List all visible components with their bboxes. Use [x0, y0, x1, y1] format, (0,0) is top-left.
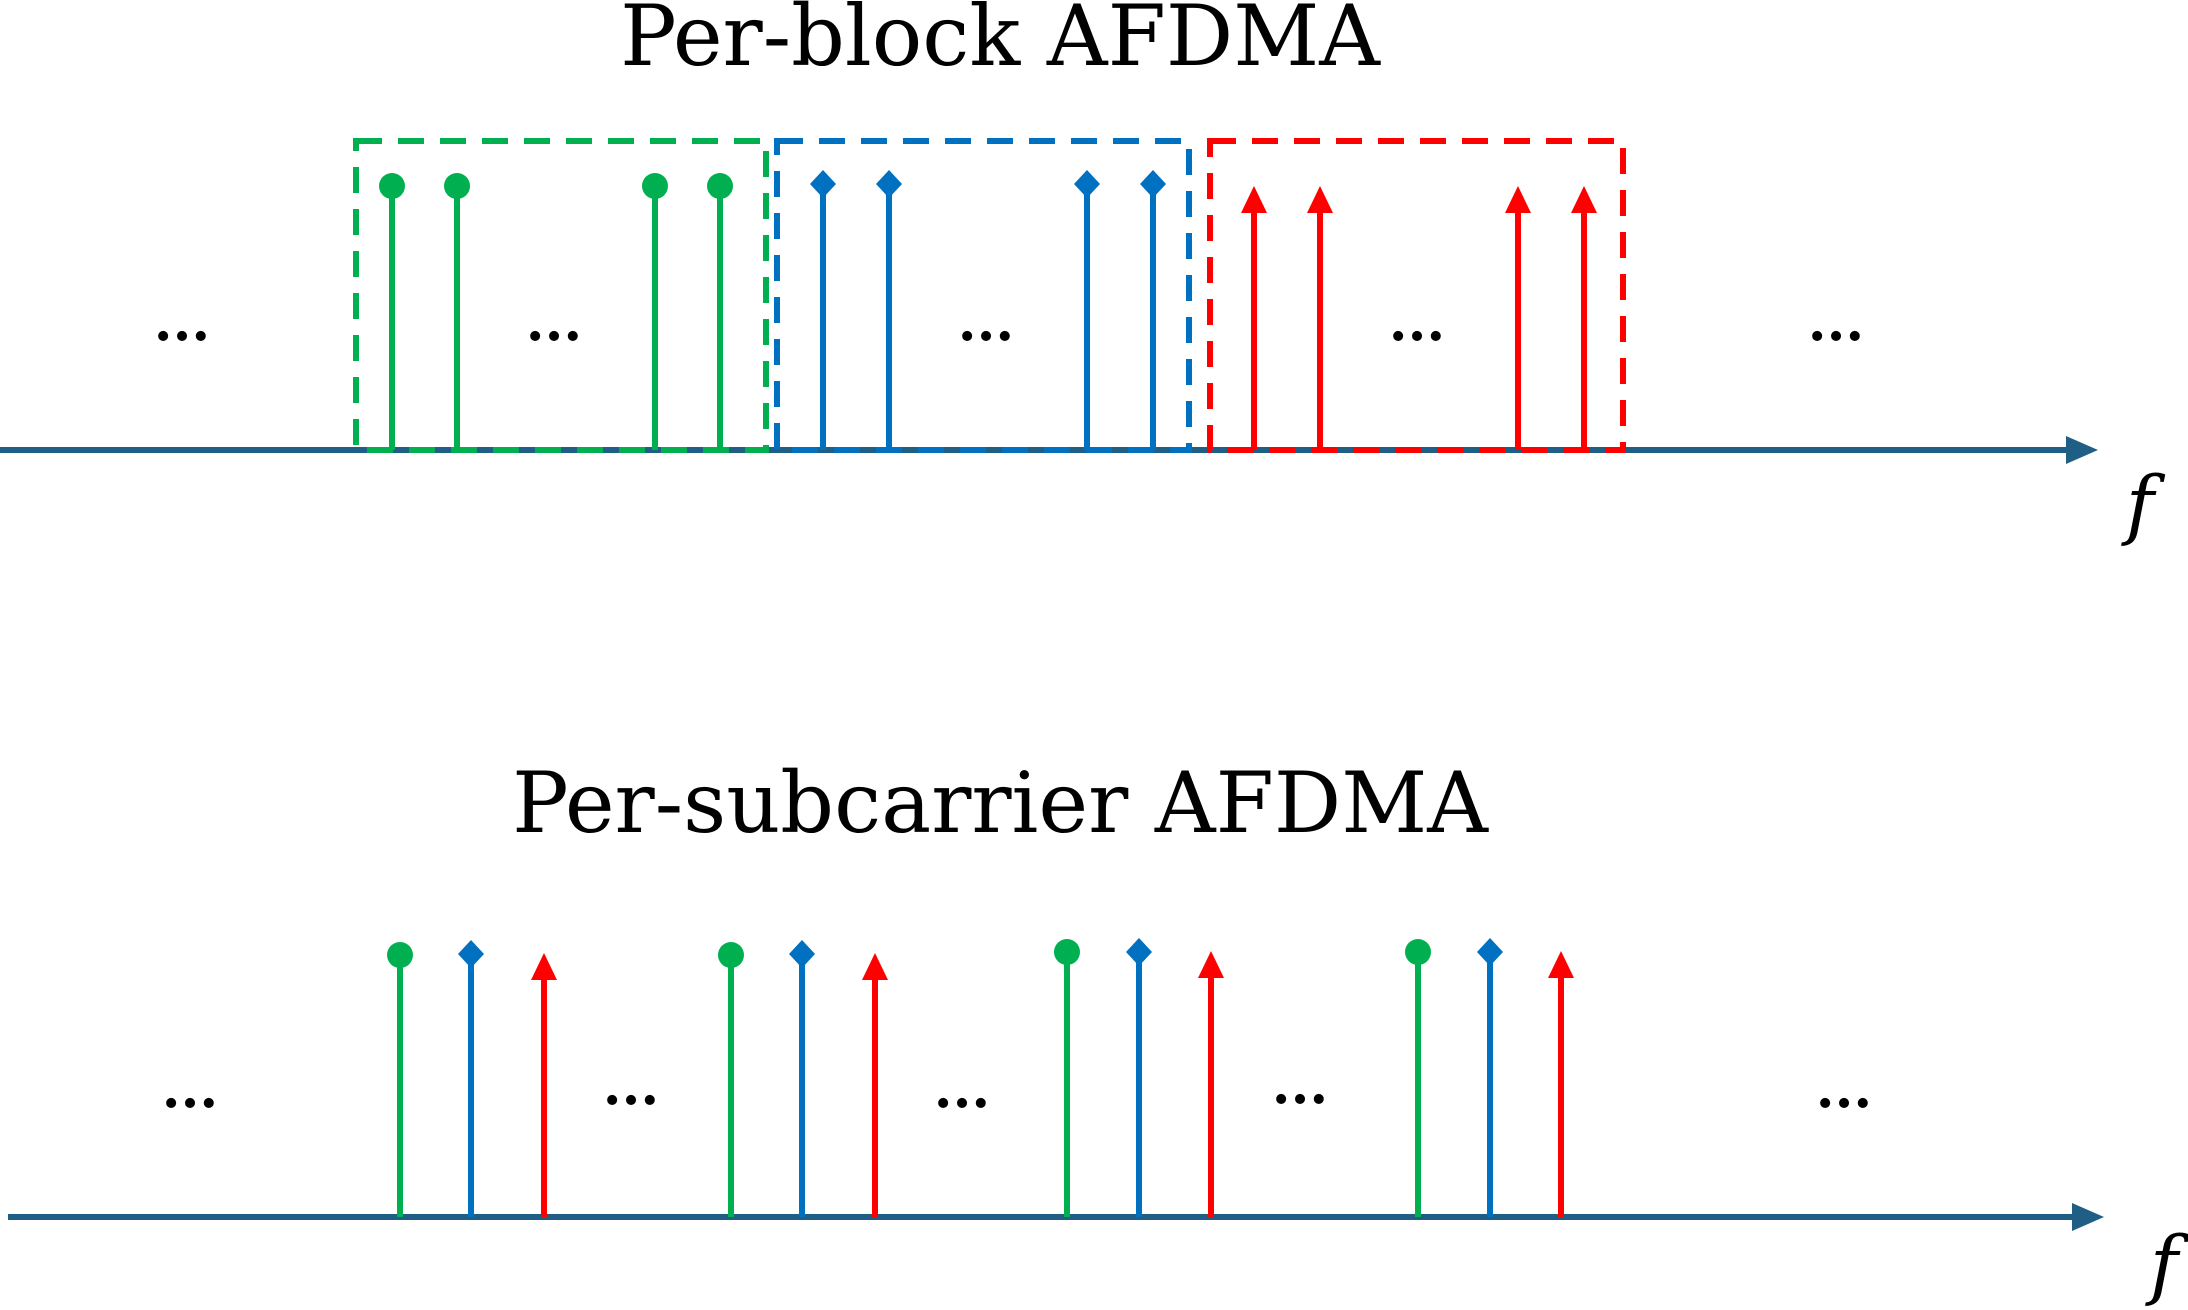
circle-marker-icon	[718, 942, 744, 968]
ellipsis: ...	[1808, 289, 1864, 353]
panel-per-subcarrier: Per-subcarrier AFDMA f ... ... ... ... .…	[8, 754, 2188, 1308]
stem-red-arrow	[1548, 951, 1574, 1217]
frequency-axis-per-subcarrier	[8, 1203, 2104, 1231]
panel-per-block: Per-block AFDMA f ... ... ... ... ...	[0, 0, 2166, 548]
diamond-marker-icon	[1140, 170, 1166, 198]
stem-blue-diamond	[876, 170, 902, 450]
arrow-up-marker-icon	[1241, 186, 1267, 213]
arrow-up-marker-icon	[1548, 951, 1574, 978]
circle-marker-icon	[707, 173, 733, 199]
ellipsis: ...	[154, 289, 210, 353]
diamond-marker-icon	[876, 170, 902, 198]
ellipsis-group: ... ... ... ... ...	[154, 289, 1864, 353]
diamond-marker-icon	[810, 170, 836, 198]
diamond-marker-icon	[1074, 170, 1100, 198]
circle-marker-icon	[444, 173, 470, 199]
circle-marker-icon	[1054, 939, 1080, 965]
ellipsis: ...	[1816, 1056, 1872, 1120]
stem-green-circle	[642, 173, 668, 450]
panel-title-per-subcarrier: Per-subcarrier AFDMA	[512, 754, 1489, 852]
stem-blue-diamond	[1140, 170, 1166, 450]
block-boxes	[353, 138, 1626, 453]
block-box-blue	[774, 138, 1192, 453]
arrow-up-marker-icon	[1505, 186, 1531, 213]
stem-green-circle	[1054, 939, 1080, 1217]
ellipsis: ...	[162, 1056, 218, 1120]
circle-marker-icon	[1405, 939, 1431, 965]
ellipsis: ...	[603, 1053, 659, 1117]
diamond-marker-icon	[1126, 938, 1152, 966]
stem-blue-diamond	[458, 940, 484, 1217]
stem-blue-diamond	[1074, 170, 1100, 450]
stem-green-circle	[379, 173, 405, 450]
ellipsis: ...	[958, 289, 1014, 353]
arrow-up-marker-icon	[1307, 186, 1333, 213]
arrow-up-marker-icon	[862, 953, 888, 980]
arrow-up-marker-icon	[531, 953, 557, 980]
stem-blue-diamond	[789, 940, 815, 1217]
stem-red-arrow	[1198, 951, 1224, 1217]
stem-red-arrow	[1241, 186, 1267, 450]
ellipsis-group: ... ... ... ... ...	[162, 1052, 1872, 1120]
axis-arrowhead-icon	[2066, 436, 2098, 464]
stem-red-arrow	[1571, 186, 1597, 450]
axis-arrowhead-icon	[2072, 1203, 2104, 1231]
ellipsis: ...	[1272, 1052, 1328, 1116]
diamond-marker-icon	[458, 940, 484, 968]
block-box-green	[353, 138, 769, 453]
stem-blue-diamond	[1126, 938, 1152, 1217]
ellipsis: ...	[526, 289, 582, 353]
stems-per-block	[379, 170, 1597, 450]
block-box-red	[1207, 138, 1626, 453]
axis-label-f: f	[2145, 1219, 2188, 1308]
ellipsis: ...	[934, 1056, 990, 1120]
diamond-marker-icon	[789, 940, 815, 968]
arrow-up-marker-icon	[1571, 186, 1597, 213]
diamond-marker-icon	[1477, 938, 1503, 966]
stem-green-circle	[707, 173, 733, 450]
stem-red-arrow	[1505, 186, 1531, 450]
stem-red-arrow	[531, 953, 557, 1217]
stems-per-subcarrier	[387, 938, 1574, 1217]
circle-marker-icon	[379, 173, 405, 199]
arrow-up-marker-icon	[1198, 951, 1224, 978]
circle-marker-icon	[387, 942, 413, 968]
stem-green-circle	[1405, 939, 1431, 1217]
circle-marker-icon	[642, 173, 668, 199]
stem-red-arrow	[862, 953, 888, 1217]
axis-label-f: f	[2121, 459, 2166, 548]
stem-green-circle	[387, 942, 413, 1217]
frequency-axis-per-block	[0, 436, 2098, 464]
stem-blue-diamond	[810, 170, 836, 450]
ellipsis: ...	[1389, 289, 1445, 353]
stem-blue-diamond	[1477, 938, 1503, 1217]
stem-green-circle	[718, 942, 744, 1217]
panel-title-per-block: Per-block AFDMA	[620, 0, 1381, 85]
stem-green-circle	[444, 173, 470, 450]
stem-red-arrow	[1307, 186, 1333, 450]
